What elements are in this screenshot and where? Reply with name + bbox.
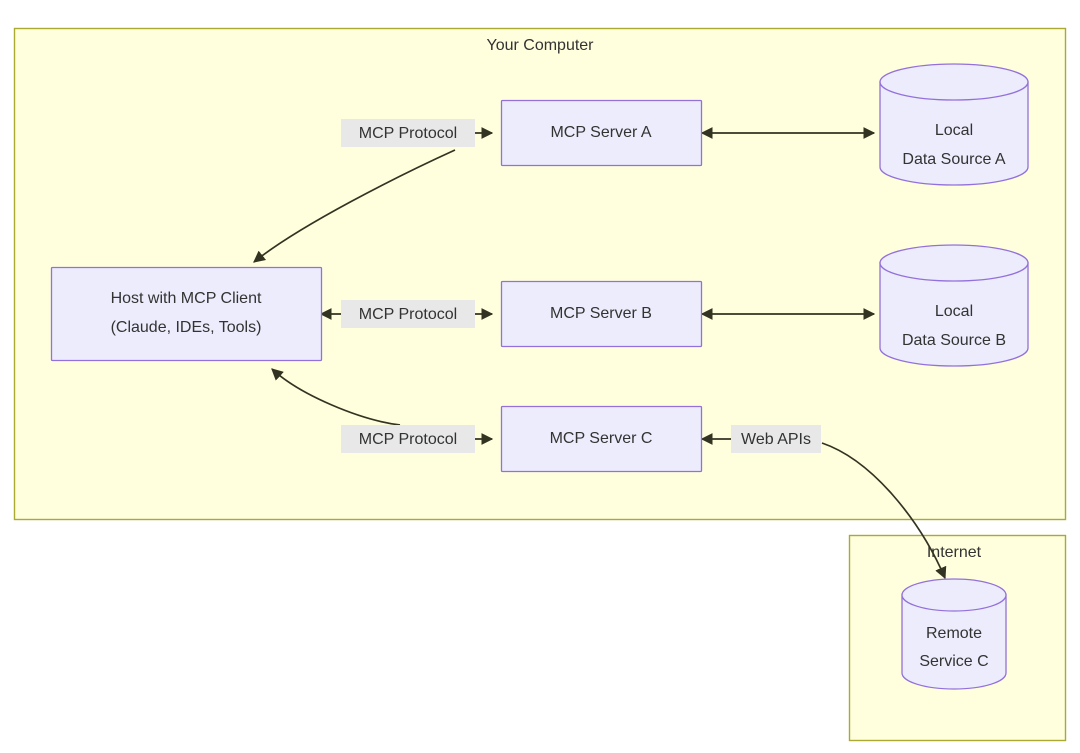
edge-label-web-apis-text: Web APIs [741, 431, 811, 448]
edge-label-web-apis: Web APIs [731, 425, 821, 453]
edge-label-mcp-protocol-c: MCP Protocol [341, 425, 475, 453]
node-server-b-rect[interactable] [500, 280, 703, 348]
subgraph-internet-label: Internet [927, 544, 982, 561]
edge-host-server-a-curve [253, 149, 456, 263]
node-remote-service-c-top [901, 578, 1007, 612]
node-data-source-a-label-line2: Data Source A [902, 151, 1006, 168]
node-server-a[interactable]: MCP Server A [500, 99, 703, 167]
node-data-source-a[interactable]: Local Data Source A [879, 63, 1029, 186]
node-host-rect[interactable] [50, 266, 323, 362]
node-remote-service-c[interactable]: Remote Service C [901, 578, 1007, 690]
node-data-source-b-label-line1: Local [935, 303, 973, 320]
edge-label-mcp-protocol-b-bg [341, 300, 475, 328]
node-server-c[interactable]: MCP Server C [500, 405, 703, 473]
node-data-source-b[interactable]: Local Data Source B [879, 244, 1029, 367]
edge-host-server-c-curve [271, 368, 401, 426]
edge-label-mcp-protocol-c-text: MCP Protocol [359, 431, 457, 448]
node-server-b-label: MCP Server B [550, 305, 652, 322]
node-host-label-line2: (Claude, IDEs, Tools) [111, 319, 262, 336]
node-data-source-a-label-line1: Local [935, 122, 973, 139]
node-host-label-line1: Host with MCP Client [111, 290, 262, 307]
node-data-source-b-top [879, 244, 1029, 282]
edge-server-c-remote-c-curve [821, 442, 947, 580]
node-server-b[interactable]: MCP Server B [500, 280, 703, 348]
subgraph-internet: Internet [848, 534, 1067, 742]
node-server-c-label: MCP Server C [550, 430, 653, 447]
subgraph-your-computer-label: Your Computer [486, 37, 594, 54]
node-host[interactable]: Host with MCP Client (Claude, IDEs, Tool… [50, 266, 323, 362]
subgraph-internet-rect [848, 534, 1067, 742]
edge-server-c-remote-c [700, 433, 947, 580]
node-remote-service-c-body[interactable] [901, 594, 1007, 690]
edge-label-mcp-protocol-b-text: MCP Protocol [359, 306, 457, 323]
edge-label-web-apis-bg [731, 425, 821, 453]
node-remote-service-c-label-line2: Service C [919, 653, 988, 670]
node-server-c-rect[interactable] [500, 405, 703, 473]
edge-label-mcp-protocol-a: MCP Protocol [341, 119, 475, 147]
node-data-source-b-label-line2: Data Source B [902, 332, 1006, 349]
node-remote-service-c-label-line1: Remote [926, 625, 982, 642]
node-data-source-b-body[interactable] [879, 262, 1029, 367]
node-data-source-a-top [879, 63, 1029, 101]
node-server-a-label: MCP Server A [550, 124, 651, 141]
edge-label-mcp-protocol-a-text: MCP Protocol [359, 125, 457, 142]
edge-label-mcp-protocol-a-bg [341, 119, 475, 147]
edge-label-mcp-protocol-c-bg [341, 425, 475, 453]
node-data-source-a-body[interactable] [879, 81, 1029, 186]
edge-label-mcp-protocol-b: MCP Protocol [341, 300, 475, 328]
node-server-a-rect[interactable] [500, 99, 703, 167]
